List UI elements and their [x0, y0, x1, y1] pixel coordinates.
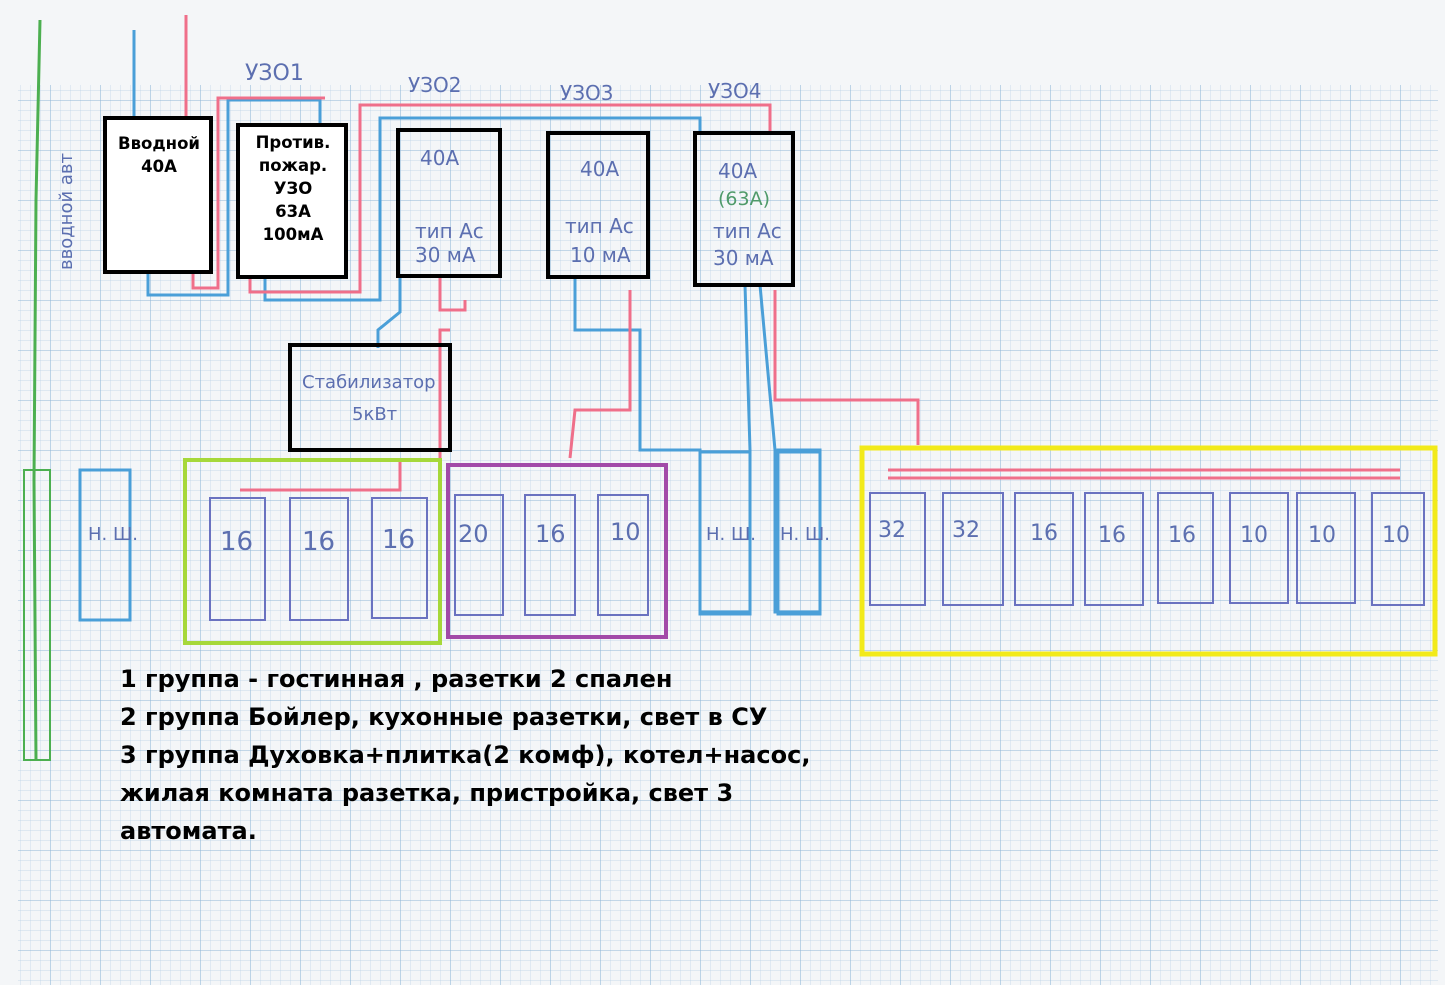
rcd3-current: 10 мА [570, 243, 631, 267]
rcd3-box [546, 131, 650, 279]
left-rail [23, 469, 51, 761]
rcd2-type: тип Ас [415, 219, 484, 243]
stabilizer-box [288, 343, 452, 452]
intro-breaker-label: Вводной 40А [112, 132, 206, 178]
group2-rating-2: 16 [535, 520, 566, 548]
group1-rating-2: 16 [302, 527, 335, 557]
group2-rating-3: 10 [610, 518, 641, 546]
note-line-2: 2 группа Бойлер, кухонные разетки, свет … [120, 703, 768, 731]
stabilizer-line1: Стабилизатор [302, 372, 436, 393]
side-label: вводной авт [56, 153, 77, 270]
svg-text:Н. Ш.: Н. Ш. [706, 524, 756, 545]
group3-rating-4: 16 [1098, 523, 1126, 548]
group3-breakers [869, 492, 1425, 606]
rcd4-current: 30 мА [713, 246, 774, 270]
note-line-3: 3 группа Духовка+плитка(2 комф), котел+н… [120, 741, 811, 769]
group3-rating-2: 32 [952, 518, 980, 543]
uzo2-label: УЗО2 [408, 73, 461, 97]
rcd4-type: тип Ас [713, 219, 782, 243]
group1-breakers: 16 16 16 [209, 497, 428, 621]
group1-rating-1: 16 [220, 527, 253, 557]
note-line-4: жилая комната разетка, пристройка, свет … [120, 779, 734, 807]
rcd3-type: тип Ас [565, 214, 634, 238]
rcd4-rating: 40А [718, 159, 757, 183]
group3-rating-7: 10 [1308, 523, 1336, 548]
group3-frame [859, 445, 1438, 657]
rcd2-box [396, 128, 502, 278]
group3-rating-3: 16 [1030, 521, 1058, 546]
rcd4-alt: (63А) [718, 188, 770, 210]
rcd2-current: 30 мА [415, 243, 476, 267]
group2-breakers: 20 16 10 [454, 494, 649, 616]
group2-frame [446, 463, 668, 639]
group3-rating-8: 10 [1382, 523, 1410, 548]
note-line-1: 1 группа - гостинная , разетки 2 спален [120, 665, 673, 693]
svg-text:Н. Ш.: Н. Ш. [88, 524, 138, 545]
uzo1-label: УЗО1 [245, 61, 304, 86]
group3-rating-6: 10 [1240, 523, 1268, 548]
uzo3-label: УЗО3 [560, 81, 613, 105]
neutral-bus-1: Н. Ш. [78, 468, 138, 622]
margin-line [32, 19, 42, 761]
group1-rating-3: 16 [382, 525, 415, 555]
rcd2-rating: 40А [420, 146, 459, 170]
group2-rating-1: 20 [458, 520, 489, 548]
red-wires [184, 15, 1400, 492]
stabilizer-line2: 5кВт [352, 404, 397, 425]
group3-rating-5: 16 [1168, 523, 1196, 548]
group3-rating-1: 32 [878, 518, 906, 543]
svg-text:Н. Ш.: Н. Ш. [780, 524, 830, 545]
uzo4-label: УЗО4 [708, 79, 761, 103]
rcd4-box [693, 131, 795, 287]
fire-rcd-label: Против. пожар. УЗО 63А 100мА [245, 131, 341, 246]
group1-frame [183, 458, 442, 645]
note-line-5: автомата. [120, 817, 257, 845]
rcd3-rating: 40А [580, 157, 619, 181]
neutral-bus-2: Н. Ш. [698, 450, 756, 616]
neutral-bus-3: Н. Ш. [776, 448, 830, 616]
group-notes: 1 группа - гостинная , разетки 2 спален … [120, 660, 840, 850]
